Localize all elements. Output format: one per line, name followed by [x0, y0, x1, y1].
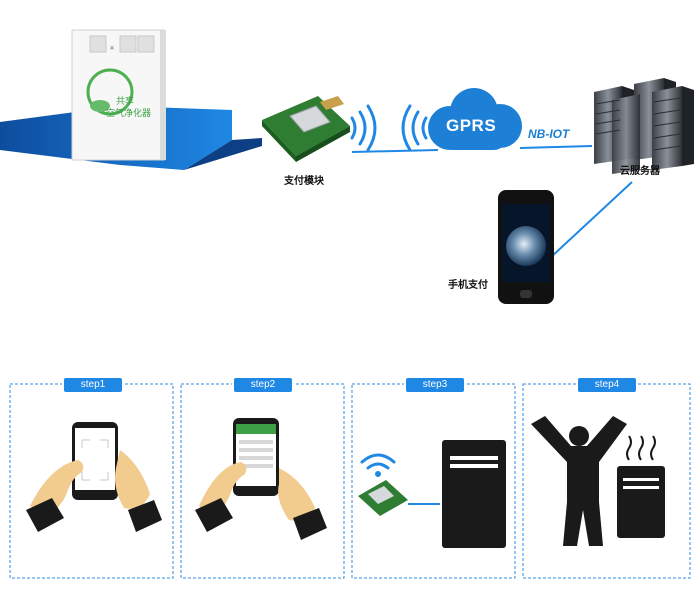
gprs-cloud	[428, 88, 522, 150]
network-diagram: ✕	[0, 29, 694, 304]
step2-tab: step2	[234, 378, 292, 392]
step4-tab: step4	[578, 378, 636, 392]
nb-iot-label: NB-IOT	[528, 127, 570, 141]
cloud-server-racks	[594, 78, 694, 174]
purifier-brand-text: 共享	[116, 96, 135, 106]
step3-module-illustration	[358, 440, 506, 548]
wifi-waves-module	[350, 104, 377, 152]
mobile-payment-label: 手机支付	[448, 280, 488, 291]
air-purifier-cabinet: ✕	[71, 29, 166, 161]
wifi-waves-cloud	[401, 104, 428, 152]
purifier-product-name: 空气净化器	[106, 108, 152, 118]
step1-tab: step1	[64, 378, 122, 392]
gprs-label: GPRS	[446, 116, 497, 135]
line-module-cloud	[351, 149, 439, 153]
step3-tab: step3	[406, 378, 464, 392]
smartphone-earth	[498, 190, 554, 304]
step2-pay-illustration	[195, 418, 327, 540]
payment-module-board	[262, 96, 350, 162]
svg-text:✕: ✕	[109, 46, 114, 52]
cloud-server-label: 云服务器	[620, 166, 660, 177]
step4-happy-illustration	[531, 416, 665, 546]
line-cloud-server	[519, 145, 593, 149]
step1-scan-illustration	[26, 422, 162, 532]
payment-module-label: 支付模块	[284, 176, 324, 187]
line-server-phone	[549, 181, 633, 259]
